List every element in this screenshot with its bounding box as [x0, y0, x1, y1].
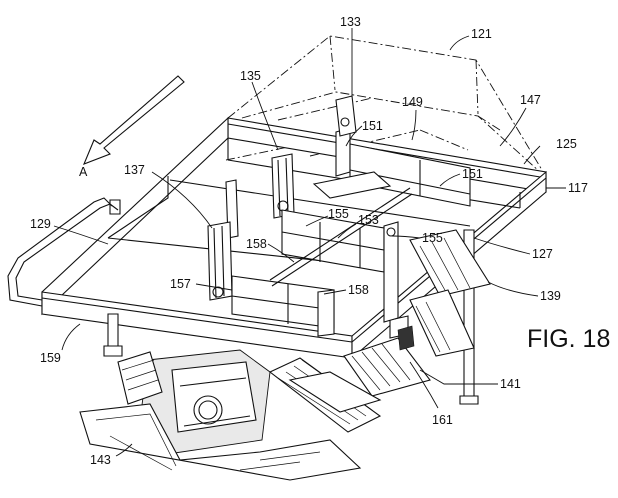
ref-149: 149: [402, 95, 423, 109]
direction-arrow: [82, 75, 185, 165]
side-upright: [383, 221, 399, 323]
ref-151b: 151: [462, 167, 483, 181]
reference-numerals: 121 133 135 147 149 151 125 151 117 137 …: [30, 15, 588, 467]
ref-127: 127: [532, 247, 553, 261]
ref-155a: 155: [328, 207, 349, 221]
ref-147: 147: [520, 93, 541, 107]
ref-143: 143: [90, 453, 111, 467]
divider-assembly-133: [312, 95, 471, 207]
ref-153: 153: [358, 213, 379, 227]
ref-137: 137: [124, 163, 145, 177]
figure-label: FIG. 18: [527, 325, 610, 353]
ref-117: 117: [568, 181, 588, 195]
divider-assembly-137: [207, 221, 335, 337]
ref-158b: 158: [348, 283, 369, 297]
ref-161: 161: [432, 413, 453, 427]
ref-159: 159: [40, 351, 61, 365]
leader-lines: [53, 28, 566, 457]
ref-158a: 158: [246, 237, 267, 251]
ref-151a: 151: [362, 119, 383, 133]
ref-135: 135: [240, 69, 261, 83]
ref-157: 157: [170, 277, 191, 291]
ref-139: 139: [540, 289, 561, 303]
ref-125: 125: [556, 137, 577, 151]
direction-label: A: [79, 165, 88, 179]
divider-assembly-135: [225, 153, 385, 273]
ref-129: 129: [30, 217, 51, 231]
ref-155b: 155: [422, 231, 443, 245]
ref-141: 141: [500, 377, 521, 391]
rod-153: [269, 187, 413, 287]
undercarriage: [79, 229, 491, 481]
ref-121: 121: [471, 27, 492, 41]
ref-133: 133: [340, 15, 361, 29]
